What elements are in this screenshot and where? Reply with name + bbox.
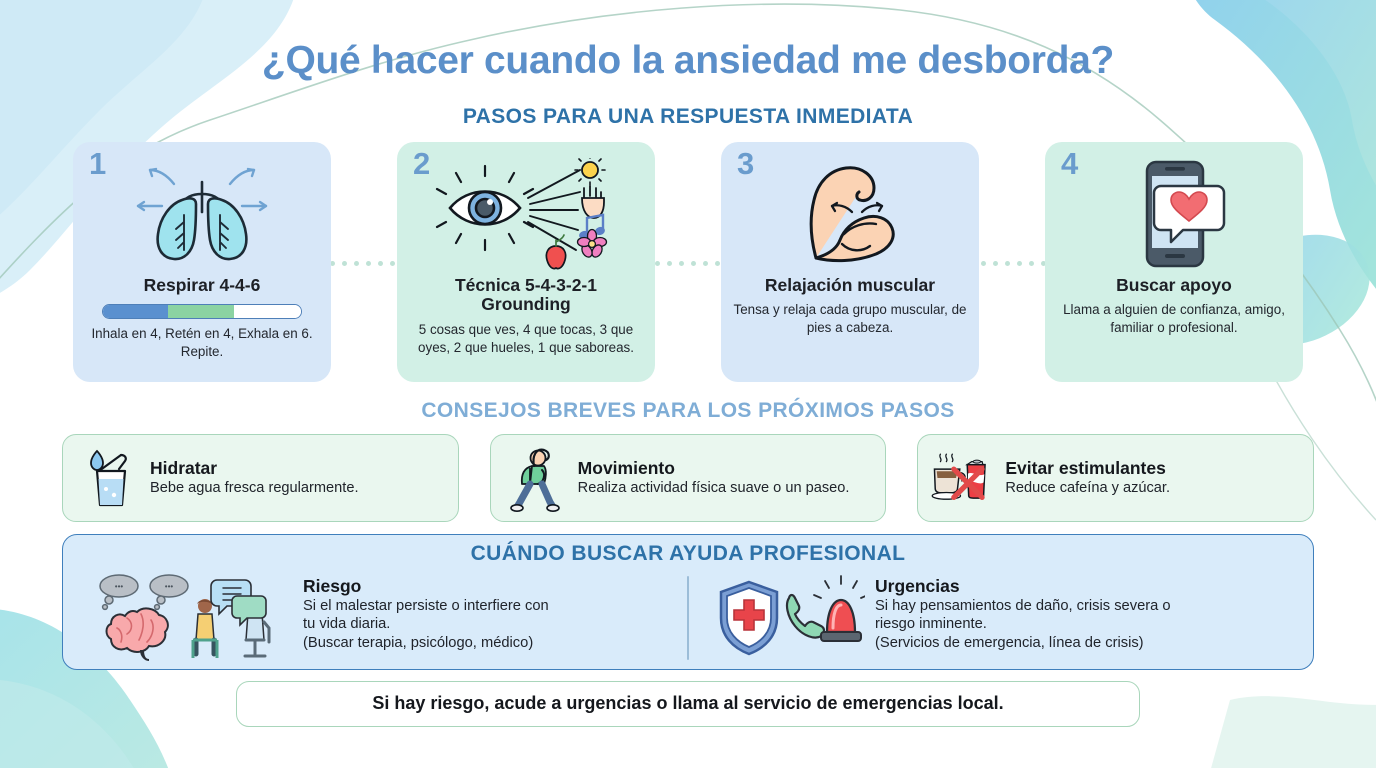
tip-desc-movimiento: Realiza actividad física suave o un pase… (577, 479, 850, 496)
help-line3-riesgo: (Buscar terapia, psicólogo, médico) (303, 634, 534, 651)
progress-segment-inhale (103, 305, 169, 319)
help-title-riesgo: Riesgo (303, 575, 362, 596)
tips-section-heading: CONSEJOS BREVES PARA LOS PRÓXIMOS PASOS (421, 398, 955, 422)
lungs-icon (122, 158, 282, 270)
progress-segment-exhale (233, 305, 301, 319)
help-section-heading: CUÁNDO BUSCAR AYUDA PROFESIONAL (470, 541, 906, 565)
stretching-person-icon (503, 444, 567, 512)
step-desc-1: Inhala en 4, Retén en 4, Exhala en 6. Re… (91, 326, 313, 359)
tip-title-evitar-estimulantes: Evitar estimulantes (1005, 458, 1166, 479)
breathing-progress-bar (102, 304, 302, 320)
help-line3-urgencias: (Servicios de emergencia, línea de crisi… (875, 634, 1144, 651)
step-card-1[interactable]: 1 (73, 141, 331, 382)
step-desc-2: 5 cosas que ves, 4 que tocas, 3 que oyes… (418, 322, 634, 355)
tips-row: Hidratar Bebe agua fresca regularmente. (0, 433, 1376, 522)
help-panel-body: ••• ••• (75, 572, 1301, 664)
step-card-2[interactable]: 2 (397, 141, 655, 382)
tip-desc-evitar-estimulantes: Reduce cafeína y azúcar. (1005, 479, 1171, 496)
help-line1-urgencias: Si hay pensamientos de daño, crisis seve… (875, 597, 1171, 614)
step-title-3: Relajación muscular (764, 274, 936, 295)
help-line2-riesgo: tu vida diaria. (303, 616, 391, 633)
progress-segment-hold (168, 305, 234, 319)
shield-phone-siren-icon (715, 574, 865, 660)
steps-row: 1 (0, 141, 1376, 382)
water-glass-icon (75, 447, 139, 509)
help-item-riesgo[interactable]: ••• ••• (75, 572, 687, 662)
step-desc-3: Tensa y relaja cada grupo muscular, de p… (733, 302, 967, 335)
emergency-footer-banner[interactable]: Si hay riesgo, acude a urgencias o llama… (236, 680, 1140, 727)
step-title-1: Respirar 4-4-6 (143, 274, 261, 295)
step-number-4: 4 (1061, 145, 1079, 181)
tip-card-hidratar[interactable]: Hidratar Bebe agua fresca regularmente. (62, 433, 459, 522)
help-text-riesgo: Riesgo Si el malestar persiste o interfi… (303, 574, 549, 653)
tip-card-evitar-estimulantes[interactable]: Evitar estimulantes Reduce cafeína y azú… (917, 433, 1315, 522)
steps-section-heading: PASOS PARA UNA RESPUESTA INMEDIATA (462, 104, 914, 128)
svg-text:•••: ••• (115, 582, 124, 591)
footer-row: Si hay riesgo, acude a urgencias o llama… (0, 680, 1376, 727)
tip-title-hidratar: Hidratar (150, 458, 218, 479)
tip-text-hidratar: Hidratar Bebe agua fresca regularmente. (150, 458, 359, 497)
brain-therapy-icon: ••• ••• (93, 574, 293, 662)
step-title-2: Técnica 5-4-3-2-1 Grounding (454, 274, 597, 315)
help-text-urgencias: Urgencias Si hay pensamientos de daño, c… (875, 574, 1171, 653)
tip-card-movimiento[interactable]: Movimiento Realiza actividad física suav… (489, 433, 887, 522)
step-number-1: 1 (89, 145, 107, 181)
svg-text:•••: ••• (165, 582, 174, 591)
tip-desc-hidratar: Bebe agua fresca regularmente. (150, 479, 359, 496)
help-item-urgencias[interactable]: Urgencias Si hay pensamientos de daño, c… (689, 572, 1289, 660)
flexed-bicep-icon (780, 158, 920, 270)
step-card-3[interactable]: 3 Relajación muscular Tensa y relaja cad… (721, 141, 979, 382)
step-title-4: Buscar apoyo (1116, 274, 1232, 295)
panel-divider (687, 575, 689, 660)
help-line2-urgencias: riesgo inminente. (875, 616, 987, 633)
no-stimulants-icon (930, 446, 994, 510)
step-desc-4: Llama a alguien de confianza, amigo, fam… (1063, 302, 1285, 335)
help-title-urgencias: Urgencias (875, 575, 960, 596)
step-number-2: 2 (413, 145, 431, 181)
tip-title-movimiento: Movimiento (577, 458, 675, 479)
step-number-3: 3 (737, 145, 755, 181)
step-card-4[interactable]: 4 Buscar apoyo Llama a alguien de confia… (1045, 141, 1303, 382)
professional-help-panel: CUÁNDO BUSCAR AYUDA PROFESIONAL ••• (62, 533, 1314, 670)
help-line1-riesgo: Si el malestar persiste o interfiere con (303, 597, 549, 614)
phone-heart-message-icon (1115, 158, 1233, 270)
tip-text-movimiento: Movimiento Realiza actividad física suav… (578, 458, 850, 497)
page-title: ¿Qué hacer cuando la ansiedad me desbord… (261, 39, 1115, 82)
footer-text: Si hay riesgo, acude a urgencias o llama… (372, 693, 1004, 714)
tip-text-evitar-estimulantes: Evitar estimulantes Reduce cafeína y azú… (1005, 458, 1170, 497)
eye-senses-icon (428, 157, 624, 270)
